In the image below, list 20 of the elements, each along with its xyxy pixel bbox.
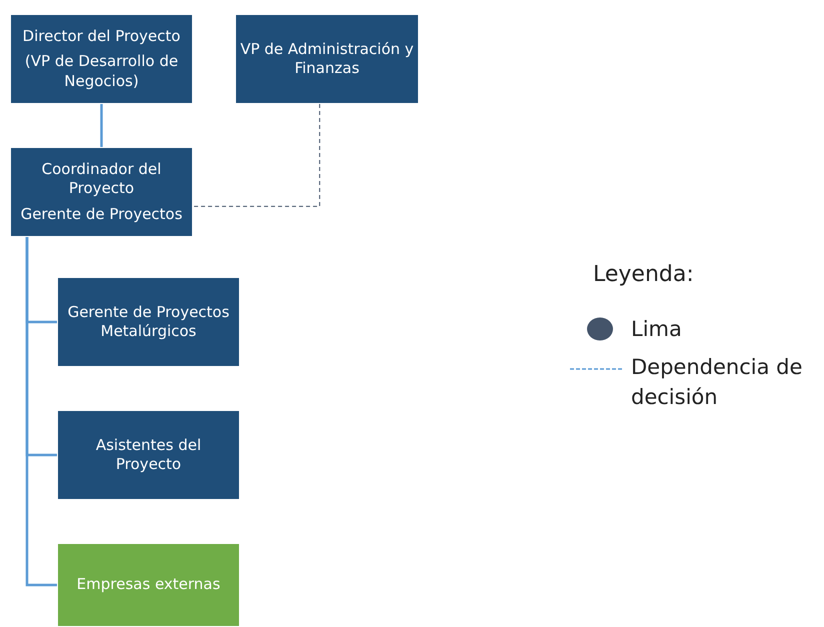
org-box — [10, 14, 193, 104]
box-label: (VP de Desarrollo de Negocios) — [24, 52, 180, 92]
dashed-connector — [192, 104, 320, 207]
legend-title: Leyenda: — [593, 262, 694, 287]
box-label: Asistentes del Proyecto — [94, 436, 202, 474]
org-box — [10, 147, 193, 237]
org-box — [235, 14, 419, 104]
box-label: Director del Proyecto — [22, 26, 180, 46]
legend-label: Lima — [631, 316, 683, 343]
box-label: VP de Administración y Finanzas — [240, 40, 414, 78]
box-label: Gerente de Proyectos Metalúrgicos — [66, 302, 230, 342]
box-label: Gerente de Proyectos — [20, 204, 182, 224]
box-label: Coordinador del Proyecto — [40, 160, 162, 199]
connector-line — [26, 237, 57, 586]
org-box — [57, 543, 240, 627]
connector-line — [100, 104, 103, 147]
legend-label: Dependencia de decisión — [631, 354, 804, 412]
org-box — [57, 410, 240, 500]
org-box — [57, 277, 240, 367]
box-label: Empresas externas — [76, 575, 220, 595]
